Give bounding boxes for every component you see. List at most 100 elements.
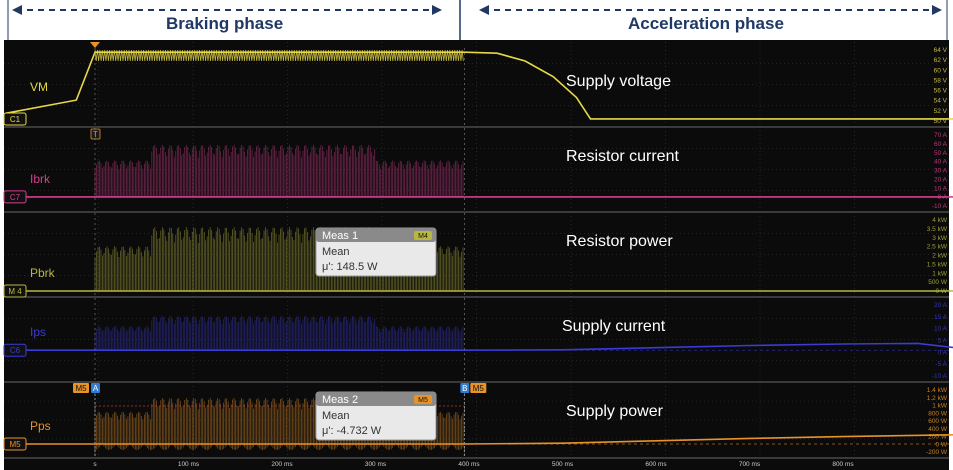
- y-tick-label: 3 kW: [932, 235, 948, 242]
- y-tick-label: 0 W: [935, 288, 947, 295]
- y-tick-label: -10 A: [932, 203, 948, 210]
- measurement-box-header: [316, 392, 436, 406]
- measurement-value: μ': 148.5 W: [322, 261, 378, 273]
- acceleration-arrow-left-head: [479, 5, 489, 15]
- y-tick-label: 64 V: [934, 47, 948, 54]
- cursor-label-A: A: [93, 384, 99, 393]
- annotation-ips: Supply current: [562, 318, 666, 335]
- channel-badge: [3, 284, 27, 298]
- acceleration-phase-label: Acceleration phase: [628, 14, 784, 33]
- x-tick-label: 100 ms: [178, 461, 200, 468]
- y-tick-label: 0 A: [938, 349, 948, 356]
- x-tick-label: s: [93, 461, 97, 468]
- x-tick-label: 800 ms: [832, 461, 854, 468]
- y-tick-label: 50 A: [934, 150, 948, 157]
- trace-label-pps: Pps: [30, 419, 51, 433]
- y-tick-label: -5 A: [935, 361, 947, 368]
- y-tick-label: 1 kW: [932, 270, 948, 277]
- y-tick-label: 1 kW: [932, 403, 948, 410]
- measurement-tag-box: [414, 231, 432, 240]
- y-tick-label: 60 A: [934, 141, 948, 148]
- y-tick-label: 3.5 kW: [927, 226, 948, 233]
- measurement-value: μ': -4.732 W: [322, 425, 382, 437]
- y-tick-label: -200 W: [926, 449, 948, 456]
- phase-arrows: [7, 0, 948, 40]
- channel-badge-text: C1: [10, 115, 21, 124]
- y-tick-label: 4 kW: [932, 217, 948, 224]
- measurement-stat: Mean: [322, 410, 350, 422]
- cursor-flag-A: [91, 383, 100, 393]
- y-tick-label: 200 W: [928, 434, 948, 441]
- measurement-tag-box: [414, 395, 432, 404]
- y-tick-label: 800 W: [928, 410, 948, 417]
- math-tag-box: [470, 383, 487, 393]
- x-tick-label: 400 ms: [458, 461, 480, 468]
- x-tick-label: 700 ms: [739, 461, 761, 468]
- channel-badge-text: M 4: [8, 287, 22, 296]
- y-tick-label: 54 V: [934, 98, 948, 105]
- y-tick-label: 58 V: [934, 77, 948, 84]
- y-tick-label: 600 W: [928, 418, 948, 425]
- y-tick-label: 500 W: [928, 279, 948, 286]
- y-tick-label: 1.2 kW: [927, 395, 948, 402]
- braking-phase-label: Braking phase: [166, 14, 284, 33]
- y-tick-label: 1.5 kW: [927, 261, 948, 268]
- cursor-flag-B: [460, 383, 470, 393]
- y-tick-label: 400 W: [928, 426, 948, 433]
- y-tick-label: 1.4 kW: [927, 387, 948, 394]
- y-tick-label: 56 V: [934, 88, 948, 95]
- y-tick-label: 20 A: [934, 176, 948, 183]
- measurement-tag: M4: [418, 233, 428, 240]
- annotation-vm: Supply voltage: [566, 73, 671, 90]
- braking-arrow-right-head: [432, 5, 442, 15]
- y-tick-label: 0 A: [938, 194, 948, 201]
- ripple-vm: [94, 50, 464, 62]
- channel-badge-text: C6: [10, 346, 21, 355]
- acceleration-arrow-right-head: [932, 5, 942, 15]
- phase-header: Braking phase Acceleration phase: [0, 0, 953, 40]
- trace-label-vm: VM: [30, 80, 48, 94]
- trigger-position-marker: [90, 42, 100, 48]
- y-tick-label: 10 A: [934, 185, 948, 192]
- math-tag-box: [73, 383, 89, 393]
- y-tick-label: 10 A: [934, 326, 948, 333]
- trigger-badge-text: T: [93, 130, 98, 139]
- x-tick-label: 600 ms: [645, 461, 667, 468]
- y-tick-label: 40 A: [934, 159, 948, 166]
- channel-badge: [3, 343, 27, 357]
- y-tick-label: 0 W: [935, 441, 947, 448]
- x-tick-label: 500 ms: [552, 461, 574, 468]
- channel-badge: [3, 437, 27, 451]
- channel-badge: [3, 190, 27, 204]
- y-tick-label: -10 A: [932, 373, 948, 380]
- y-tick-label: 50 V: [934, 118, 948, 125]
- x-tick-label: 300 ms: [365, 461, 387, 468]
- measurement-box-header: [316, 228, 436, 242]
- y-tick-label: 2 kW: [932, 253, 948, 260]
- y-tick-label: 15 A: [934, 314, 948, 321]
- y-tick-label: 5 A: [938, 338, 948, 345]
- trace-label-ips: Ips: [30, 325, 46, 339]
- channel-badge-text: M5: [9, 440, 21, 449]
- y-tick-label: 52 V: [934, 108, 948, 115]
- channel-badge: [3, 112, 27, 126]
- measurement-title: Meas 1: [322, 230, 358, 242]
- y-tick-label: 70 A: [934, 132, 948, 139]
- channel-badge-text: C7: [10, 193, 21, 202]
- trace-label-ibrk: Ibrk: [30, 172, 51, 186]
- annotation-pbrk: Resistor power: [566, 233, 673, 250]
- braking-arrow-left-head: [12, 5, 22, 15]
- math-tag-text: M5: [75, 384, 87, 393]
- y-tick-label: 62 V: [934, 57, 948, 64]
- measurement-stat: Mean: [322, 246, 350, 258]
- trace-label-pbrk: Pbrk: [30, 266, 56, 280]
- math-tag-text: M5: [473, 384, 485, 393]
- x-tick-label: 200 ms: [271, 461, 293, 468]
- y-tick-label: 2.5 kW: [927, 244, 948, 251]
- measurement-title: Meas 2: [322, 394, 358, 406]
- annotation-ibrk: Resistor current: [566, 148, 679, 165]
- annotation-pps: Supply power: [566, 403, 664, 420]
